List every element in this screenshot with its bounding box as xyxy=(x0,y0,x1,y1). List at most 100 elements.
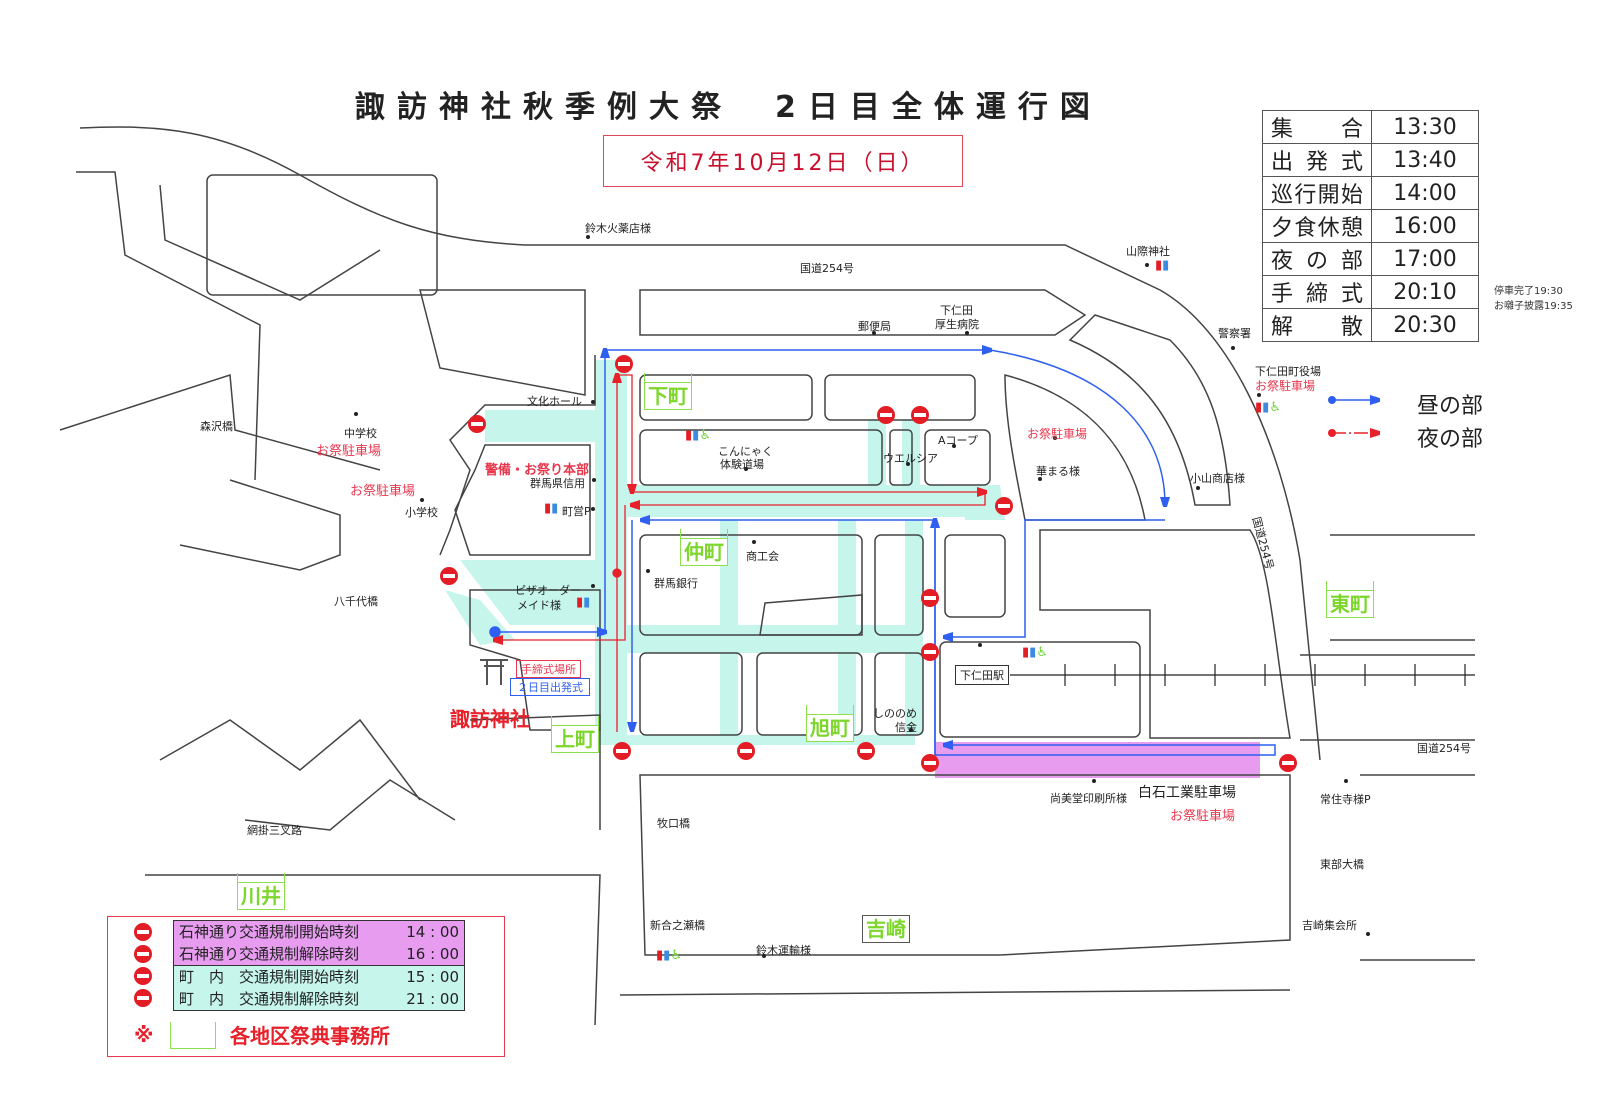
label-elementary: 小学校 xyxy=(405,506,438,519)
label-town-hall: 下仁田町役場 xyxy=(1255,365,1321,378)
no-entry-icon xyxy=(134,923,152,941)
no-entry-icon xyxy=(468,415,486,433)
label-route254-top: 国道254号 xyxy=(800,262,854,275)
label-pizza-line2: メイド様 xyxy=(517,599,561,612)
label-shinonome-line2: 信金 xyxy=(895,721,917,734)
no-entry-icon xyxy=(615,355,633,373)
label-tobu-bridge: 東部大橋 xyxy=(1320,858,1364,871)
district-higashimachi: 東町 xyxy=(1326,581,1374,618)
label-route254-right: 国道254号 xyxy=(1417,742,1471,755)
torii-icon xyxy=(480,659,508,685)
schedule-note: 停車完了19:30 お囃子披露19:35 xyxy=(1494,286,1573,312)
district-asahimachi: 旭町 xyxy=(806,705,854,742)
label-hospital-line1: 下仁田 xyxy=(940,304,973,317)
label-shokokai: 商工会 xyxy=(746,550,779,563)
toilet-icon: ▮▮ xyxy=(576,595,591,610)
traffic-rules-legend xyxy=(107,916,505,1057)
no-entry-icon xyxy=(134,989,152,1007)
no-entry-icon xyxy=(737,742,755,760)
label-parking-junior-high: お祭駐車場 xyxy=(316,444,382,459)
night-route xyxy=(495,375,985,732)
toilet-wheelchair-icon: ▮▮♿ xyxy=(656,948,682,963)
label-shin-ainose-bridge: 新合之瀬橋 xyxy=(650,919,705,932)
label-suzuki-unyu: 鈴木運輸様 xyxy=(756,944,811,957)
label-shobido: 尚美堂印刷所様 xyxy=(1050,792,1127,805)
office-legend-label: 各地区祭典事務所 xyxy=(230,1024,390,1048)
label-gunma-shinyo: 群馬県信用 xyxy=(530,477,585,490)
label-shimonita-station: 下仁田駅 xyxy=(955,665,1009,685)
poi-dots xyxy=(354,235,1370,958)
label-suwa-shrine: 諏訪神社 xyxy=(450,707,530,731)
district-kawai: 川井 xyxy=(237,873,285,910)
no-entry-icon xyxy=(921,589,939,607)
legend-day-route: 昼の部 xyxy=(1417,394,1484,419)
no-entry-icon xyxy=(134,945,152,963)
no-entry-icon xyxy=(134,967,152,985)
label-makiguchi-bridge: 牧口橋 xyxy=(657,817,690,830)
label-parking-town-hall: お祭駐車場 xyxy=(1255,379,1316,393)
no-entry-icon xyxy=(857,742,875,760)
label-pizza-line1: ピザオーダー xyxy=(515,584,581,597)
no-entry-icon xyxy=(613,742,631,760)
town-restriction-area xyxy=(445,360,1005,745)
label-shinonome-line1: しののめ xyxy=(873,707,917,720)
district-yoshizaki: 吉崎 xyxy=(862,915,910,943)
label-parking-hanamaru: お祭駐車場 xyxy=(1027,427,1088,441)
label-konnyaku-line1: こんにゃく xyxy=(718,445,773,458)
label-tejime-place: 手締式場所 xyxy=(516,660,581,678)
day-route xyxy=(489,350,1276,756)
label-hanamaru: 華まる様 xyxy=(1036,465,1080,478)
label-yoshizaki-hall: 吉崎集会所 xyxy=(1302,919,1357,932)
road-outlines xyxy=(59,126,1475,1026)
label-yamagiwa-shrine: 山際神社 xyxy=(1126,245,1170,258)
label-suzuki-kayaku: 鈴木火薬店様 xyxy=(585,222,651,235)
label-shiraishi-parking: 白石工業駐車場 xyxy=(1138,786,1236,801)
map-title: 諏訪神社秋季例大祭 2日目全体運行図 xyxy=(355,90,1102,125)
no-entry-icon xyxy=(921,754,939,772)
label-parking-elementary: お祭駐車場 xyxy=(350,484,416,499)
label-konnyaku-line2: 体験道場 xyxy=(720,458,764,471)
route-legend-lines xyxy=(1328,396,1378,437)
label-bunka-hall: 文化ホール xyxy=(527,395,582,408)
toilet-icon: ▮▮ xyxy=(1155,258,1170,273)
label-parking-shiraishi: お祭駐車場 xyxy=(1170,808,1236,823)
label-joju-temple: 常住寺様P xyxy=(1320,793,1371,806)
no-entry-icon xyxy=(995,497,1013,515)
toilet-wheelchair-icon: ▮▮♿ xyxy=(1255,400,1281,415)
label-festival-hq: 警備・お祭り本部 xyxy=(485,463,590,478)
no-entry-icon xyxy=(1279,754,1297,772)
no-entry-icon xyxy=(921,643,939,661)
no-entry-icon xyxy=(911,406,929,424)
toilet-wheelchair-icon: ▮▮♿ xyxy=(685,428,711,443)
label-hospital-line2: 厚生病院 xyxy=(935,318,979,331)
legend-night-route: 夜の部 xyxy=(1417,427,1484,452)
district-shimomachi: 下町 xyxy=(644,373,692,410)
label-koyama: 小山商店様 xyxy=(1190,472,1245,485)
no-entry-icon xyxy=(440,567,458,585)
ishigami-restriction-area xyxy=(935,742,1260,778)
event-date: 令和7年10月12日（日） xyxy=(603,135,963,187)
toilet-wheelchair-icon: ▮▮♿ xyxy=(1022,645,1048,660)
label-departure-ceremony: ２日目出発式 xyxy=(510,678,590,696)
no-entry-icon xyxy=(877,406,895,424)
label-amikake-junction: 網掛三叉路 xyxy=(247,824,302,837)
label-police: 警察署 xyxy=(1218,327,1251,340)
label-a-coop: Aコープ xyxy=(938,434,978,447)
district-office-symbol xyxy=(170,1022,216,1049)
label-gunma-bank: 群馬銀行 xyxy=(654,577,698,590)
district-nakamachi: 仲町 xyxy=(680,529,728,566)
label-choei-parking: 町営P xyxy=(562,505,591,518)
toilet-icon: ▮▮ xyxy=(544,501,559,516)
